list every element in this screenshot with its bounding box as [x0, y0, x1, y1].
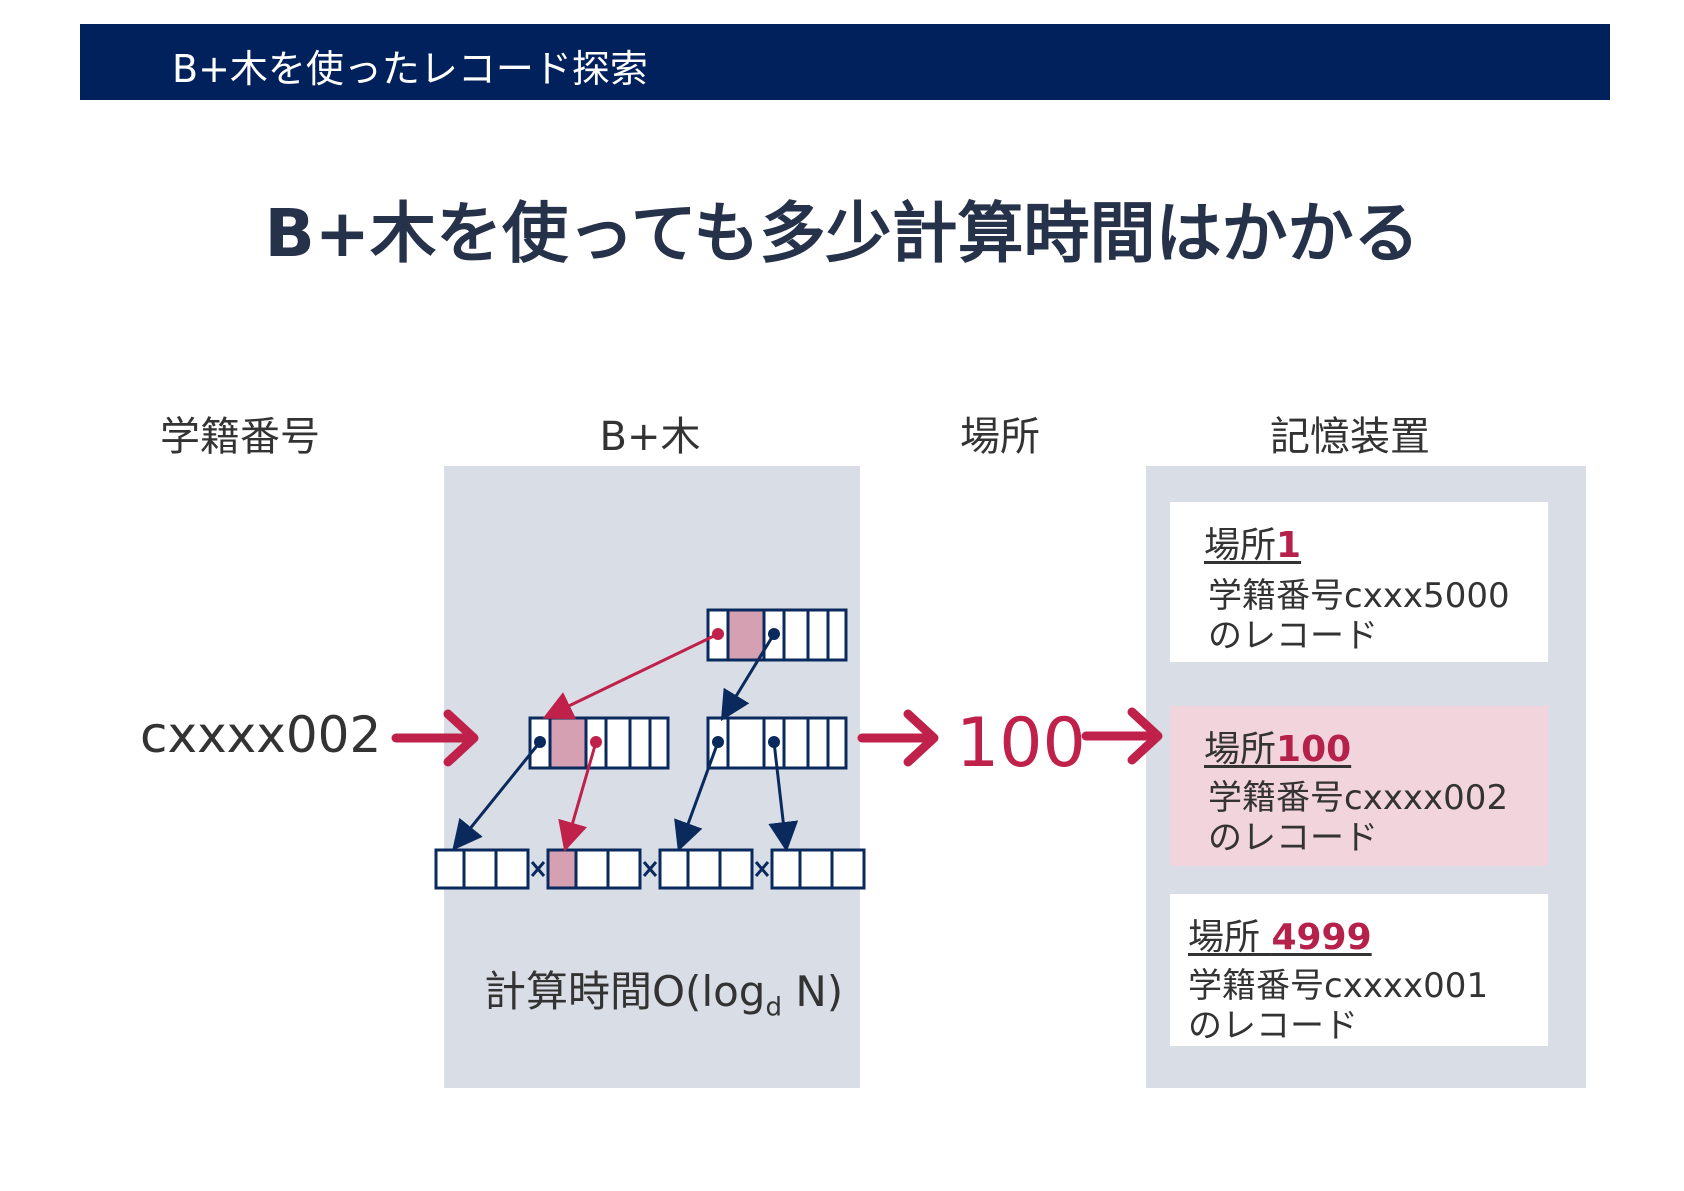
record-line: のレコード [1188, 1006, 1358, 1046]
pointer-root-to-right [720, 628, 780, 722]
btree-leaf-node-2 [546, 848, 642, 890]
leaf-link-markers [530, 861, 770, 877]
header-bar: B+木を使ったレコード探索 [80, 24, 1610, 100]
record-card-4999: 場所 4999 学籍番号cxxxx001 のレコード [1170, 894, 1548, 1046]
btree-root-node [706, 608, 848, 662]
record-line: 学籍番号cxxxx001 [1188, 966, 1489, 1006]
input-key: cxxxx002 [140, 706, 382, 764]
arrow-input-to-tree [391, 709, 479, 767]
complexity-sub: d [765, 992, 782, 1023]
output-location-value: 100 [956, 704, 1086, 783]
btree-leaf-node-4 [770, 848, 866, 890]
pointer-left-to-leaf1 [452, 736, 546, 851]
record-location: 場所 4999 [1188, 917, 1372, 958]
btree-internal-node-left [528, 716, 670, 770]
record-location: 場所100 [1204, 729, 1352, 770]
column-label-location: 場所 [960, 414, 1040, 460]
arrow-location-to-storage [1081, 707, 1163, 765]
pointer-right-to-leaf3 [674, 736, 724, 852]
search-path-root-to-left [542, 628, 724, 720]
complexity-label: 計算時間O(logd N) [484, 958, 843, 1022]
column-label-student-id: 学籍番号 [160, 414, 320, 460]
btree-leaf-node-1 [434, 848, 530, 890]
search-path-left-to-leaf [558, 736, 602, 852]
header-title: B+木を使ったレコード探索 [172, 47, 648, 91]
record-line: のレコード [1208, 616, 1378, 656]
record-location: 場所1 [1204, 525, 1302, 566]
record-card-1: 場所1 学籍番号cxxx5000 のレコード [1170, 502, 1548, 662]
pointer-right-to-leaf4 [768, 736, 799, 852]
column-label-btree: B+木 [599, 414, 701, 460]
main-title: B+木を使っても多少計算時間はかかる [264, 195, 1420, 272]
record-line: 学籍番号cxxxx002 [1208, 778, 1509, 818]
record-card-100: 場所100 学籍番号cxxxx002 のレコード [1170, 706, 1548, 866]
btree-leaf-node-3 [658, 848, 754, 890]
record-line: のレコード [1208, 818, 1378, 858]
arrow-tree-to-location [857, 709, 939, 767]
complexity-prefix: 計算時間O(log [484, 967, 766, 1016]
column-label-storage: 記憶装置 [1270, 414, 1430, 460]
record-line: 学籍番号cxxx5000 [1208, 576, 1510, 616]
complexity-suffix: N) [782, 967, 844, 1016]
